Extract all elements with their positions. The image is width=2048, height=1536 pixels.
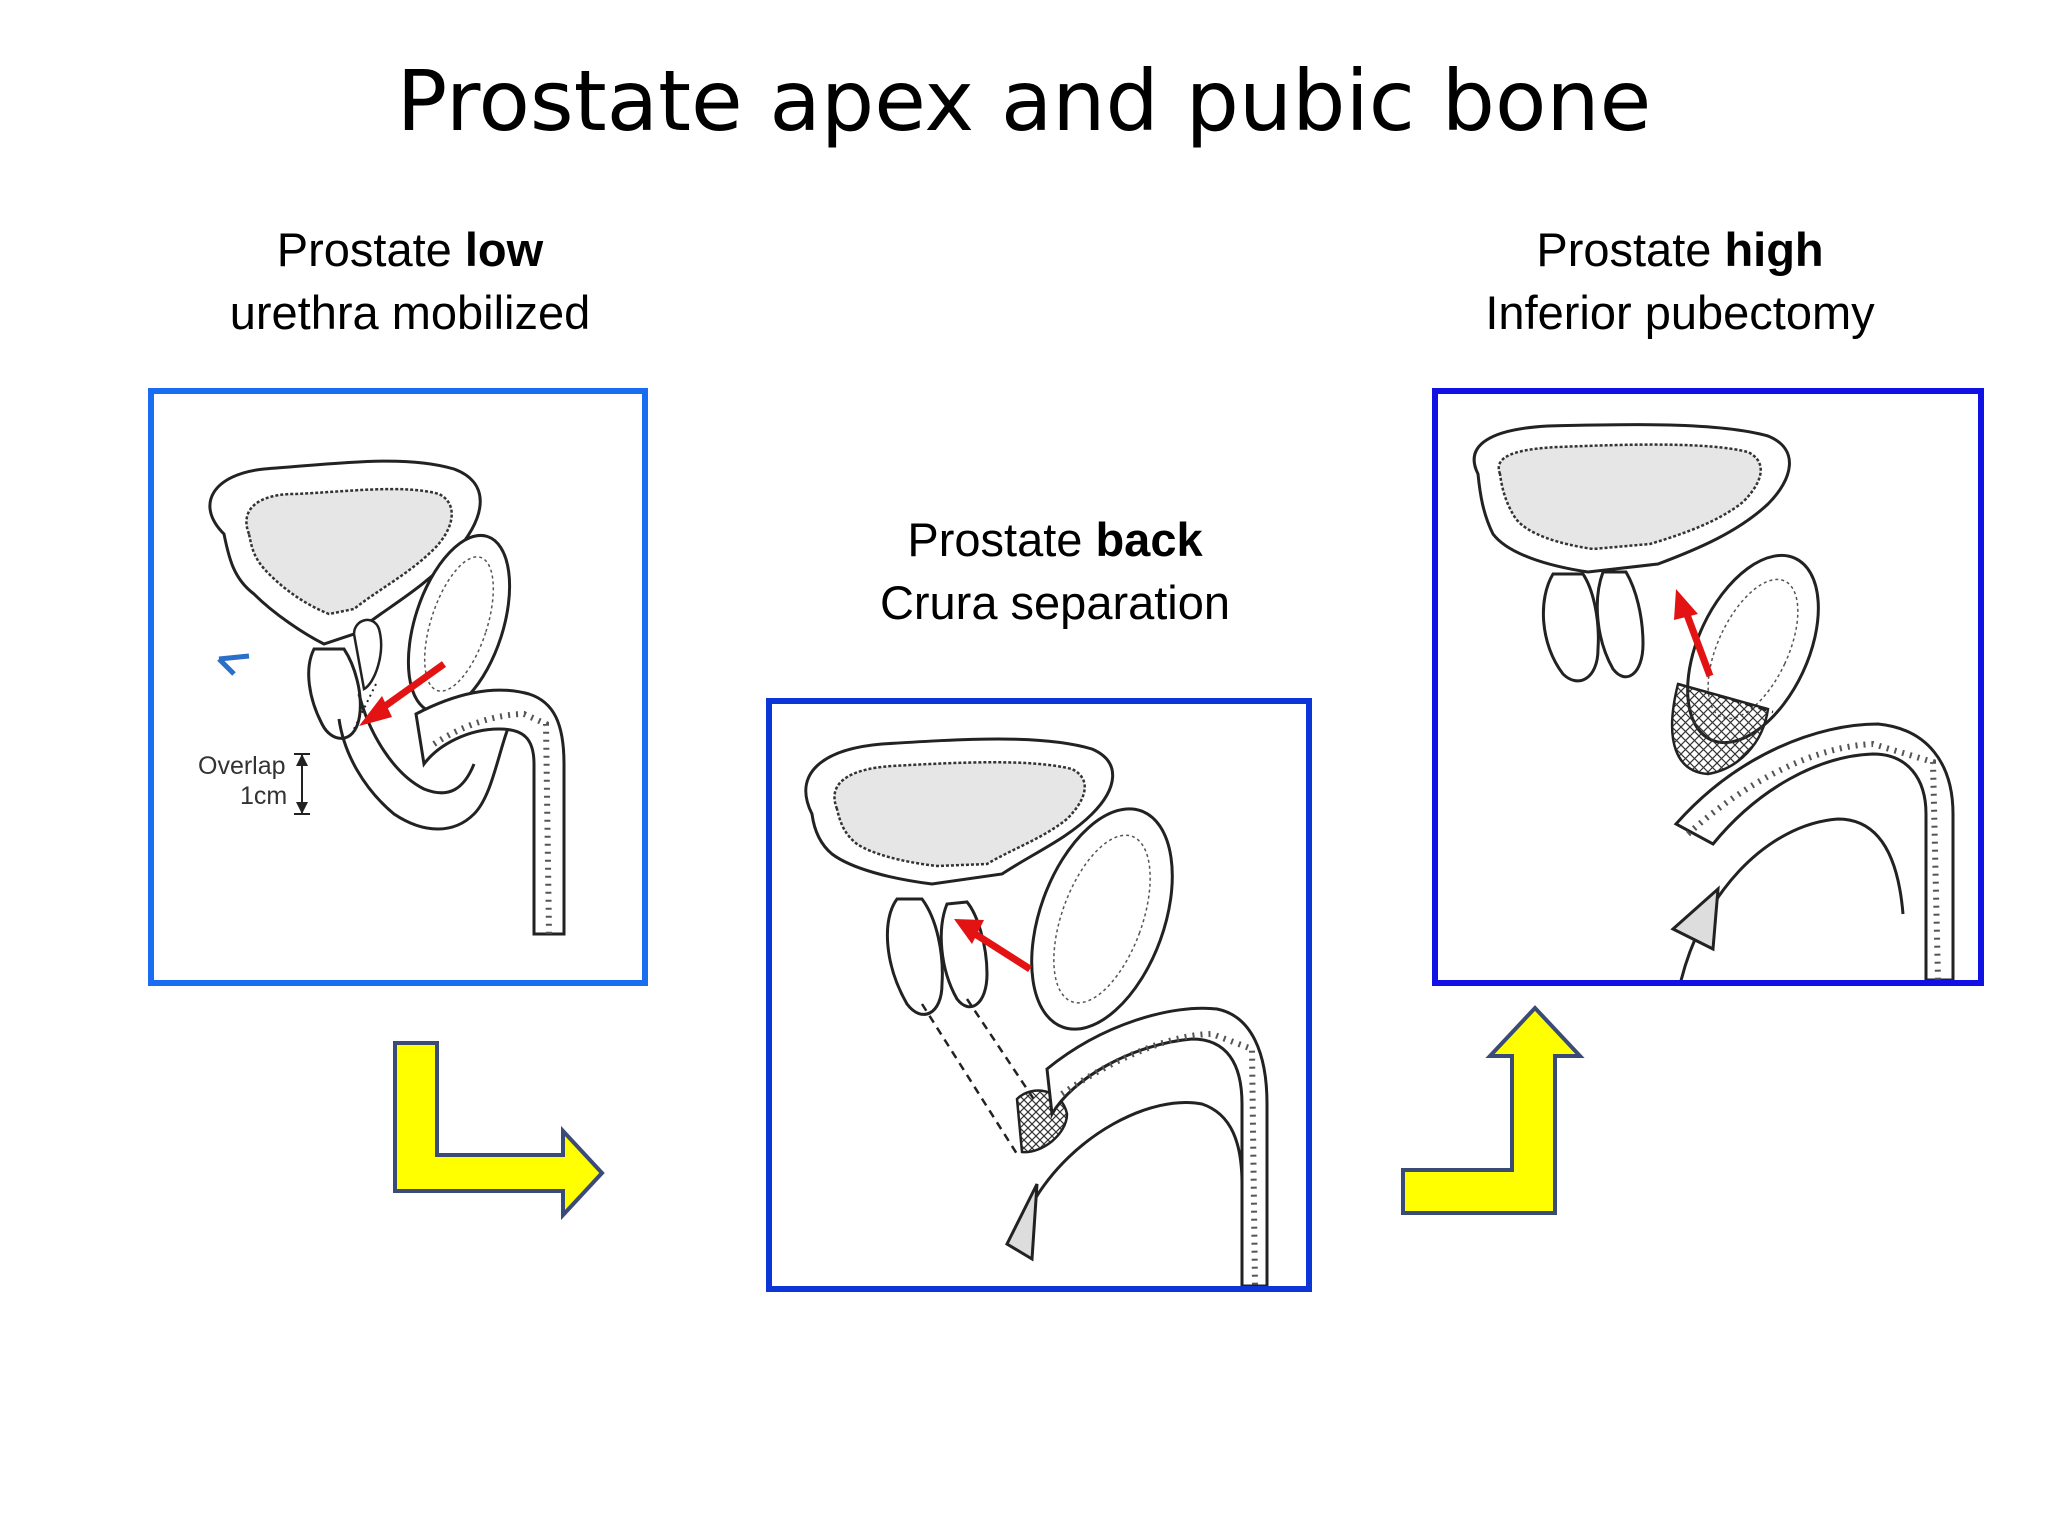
corpus-spongiosum [414,688,566,936]
slide-title: Prostate apex and pubic bone [396,52,1652,150]
right-turn-arrow-icon [393,1041,605,1221]
overlap-length-label: 1cm [240,782,287,810]
panel-prostate-back [766,698,1312,1292]
anatomy-drawing-back [804,737,1269,1286]
red-pointer-arrowhead [1674,589,1698,620]
caption-prostate-high: Prostate high Inferior pubectomy [1460,218,1900,344]
caption-back-prefix: Prostate [907,513,1096,566]
overlap-label: Overlap [198,752,286,780]
red-pointer-arrowhead [954,919,984,944]
red-pointer-arrow [1682,610,1714,678]
caption-prostate-back: Prostate back Crura separation [840,508,1270,634]
anatomy-drawing-high [1472,423,1955,980]
prostate-lobe-2 [352,618,383,691]
bladder-lumen [245,487,453,616]
anatomy-drawing-low: Overlap 1cm [198,459,566,936]
prostate-lobe [307,647,362,740]
bladder-lumen [1497,443,1762,551]
hatched-resected-bone [1670,682,1770,776]
prostate-lobe-left [885,897,944,1016]
caption-high-bold: high [1724,223,1824,276]
panel-prostate-low: Overlap 1cm [148,388,648,986]
prostate-lobe-right [1595,570,1645,679]
caption-low-line2: urethra mobilized [229,286,591,339]
corpus-spongiosum [1045,1006,1269,1286]
urethra [337,713,516,831]
caption-low-prefix: Prostate [276,223,465,276]
panel-prostate-high [1432,388,1984,986]
pubic-symphysis [1030,807,1174,1031]
prostate-lobe-right [939,900,989,1009]
triangle-marker [1670,885,1720,952]
caption-back-line2: Crura separation [879,576,1231,629]
caption-high-line2: Inferior pubectomy [1485,286,1875,339]
red-pointer-arrow [970,929,1032,972]
prostate-lobe-left [1541,572,1600,683]
blue-marker [217,653,250,676]
caption-prostate-low: Prostate low urethra mobilized [200,218,620,344]
caption-high-prefix: Prostate [1536,223,1725,276]
up-turn-arrow-icon [1401,1005,1585,1215]
caption-low-bold: low [464,223,544,276]
bladder-lumen [833,761,1086,868]
triangle-marker [1005,1183,1039,1262]
red-pointer-arrowhead [359,696,392,726]
caption-back-bold: back [1095,513,1203,566]
